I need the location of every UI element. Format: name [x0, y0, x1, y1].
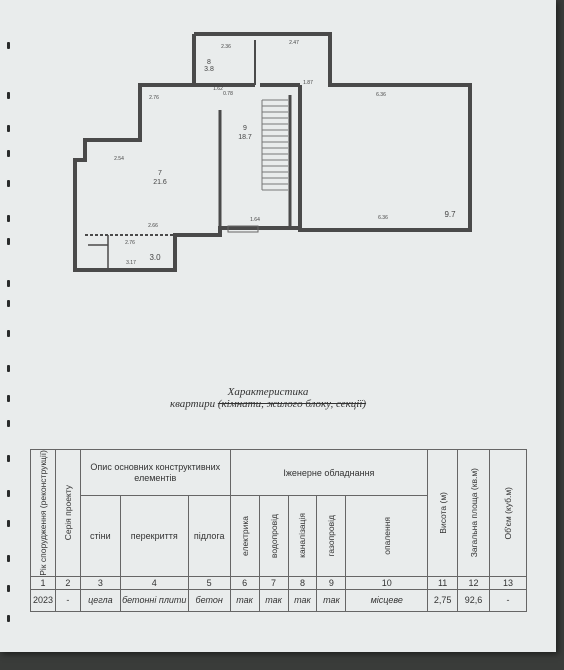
column-number: 10	[345, 575, 429, 590]
room-area: 21.6	[153, 179, 167, 186]
column-numbers-row: 1 2 3 4 5 6 7 8 9 10 11 12 13	[30, 575, 527, 590]
punch-hole	[7, 125, 10, 132]
column-number: 5	[187, 575, 231, 590]
dimension-label: 2.66	[148, 223, 158, 229]
punch-hole	[7, 330, 10, 337]
header-sewage: каналізація	[287, 495, 318, 577]
punch-hole	[7, 238, 10, 245]
dimension-label: 2.54	[114, 156, 124, 162]
document-subtitle: квартири (кімнати, жилого блоку, секції)	[0, 398, 536, 410]
header-engineering: Іженерне обладнання	[229, 448, 429, 497]
column-number: 1	[30, 575, 56, 590]
punch-hole	[7, 92, 10, 99]
room-number: 8	[207, 59, 211, 66]
column-number: 9	[316, 575, 347, 590]
punch-hole	[7, 520, 10, 527]
header-height: Висота (м)	[427, 449, 459, 577]
punch-hole	[7, 300, 10, 307]
subtitle-word: квартири	[169, 398, 216, 410]
column-number: 4	[119, 575, 189, 590]
punch-hole	[7, 42, 10, 49]
dimension-label: 1.87	[303, 80, 313, 86]
punch-hole	[7, 395, 10, 402]
column-number: 12	[457, 575, 491, 590]
punch-hole	[7, 150, 10, 157]
dimension-label: 6.36	[376, 92, 386, 98]
punch-hole	[7, 615, 10, 622]
punch-hole	[7, 180, 10, 187]
dimension-label: 1.64	[250, 217, 260, 223]
column-number: 11	[427, 575, 459, 590]
room-area: 3.8	[204, 66, 214, 73]
header-walls: стіни	[79, 495, 121, 577]
column-number: 13	[489, 575, 527, 590]
header-area: Загальна площа (кв.м)	[457, 449, 491, 577]
header-volume: Об'єм (куб.м)	[489, 449, 527, 577]
values-row: 2023 - цегла бетонні плити бетон так так…	[30, 588, 527, 612]
header-flooring: підлога	[187, 495, 231, 577]
header-structures: Опис основних конструктивних елементів	[79, 448, 231, 497]
staircase	[261, 99, 288, 191]
value-sewage: так	[287, 588, 318, 612]
value-volume: -	[489, 588, 527, 612]
value-floors: бетонні плити	[119, 588, 189, 612]
value-height: 2,75	[427, 588, 459, 612]
dimension-label: 0.78	[223, 91, 233, 97]
punch-hole	[7, 585, 10, 592]
column-number: 3	[79, 575, 121, 590]
dimension-label: 2.76	[125, 240, 135, 246]
punch-hole	[7, 555, 10, 562]
dimension-label: 6.36	[378, 215, 388, 221]
header-floors: перекриття	[119, 495, 189, 577]
plan-window	[227, 225, 259, 233]
value-series: -	[54, 588, 81, 612]
room-number: 9	[243, 125, 247, 132]
punch-hole	[7, 280, 10, 287]
column-number: 6	[229, 575, 260, 590]
value-year: 2023	[30, 588, 56, 612]
dimension-label: 1.62	[213, 86, 223, 92]
header-electric: електрика	[229, 495, 260, 577]
punch-hole	[7, 215, 10, 222]
punch-hole	[7, 490, 10, 497]
column-number: 2	[54, 575, 81, 590]
header-year: Рік спорудження (реконструкції)	[30, 449, 56, 577]
header-gas: газопровід	[316, 495, 347, 577]
document-title: Характеристика	[227, 386, 309, 398]
floor-plan: 8 3.8 9 18.7 7 21.6 9.7 3.0 2.36 2.47 1.…	[73, 32, 472, 272]
value-electric: так	[229, 588, 260, 612]
header-heating: опалення	[345, 495, 429, 577]
value-flooring: бетон	[187, 588, 231, 612]
room-area: 3.0	[149, 253, 161, 262]
dimension-label: 3.17	[126, 260, 136, 266]
punch-hole	[7, 455, 10, 462]
subtitle-struck-text: (кімнати, жилого блоку, секції)	[217, 398, 367, 410]
column-number: 7	[258, 575, 289, 590]
value-gas: так	[316, 588, 347, 612]
room-number: 9.7	[444, 210, 456, 219]
dimension-label: 2.36	[221, 44, 231, 50]
value-walls: цегла	[79, 588, 121, 612]
dimension-label: 2.76	[149, 95, 159, 101]
document-page: 8 3.8 9 18.7 7 21.6 9.7 3.0 2.36 2.47 1.…	[0, 0, 556, 652]
value-area: 92,6	[457, 588, 491, 612]
dimension-label: 2.47	[289, 40, 299, 46]
column-number: 8	[287, 575, 318, 590]
header-water: водопровід	[258, 495, 289, 577]
value-water: так	[258, 588, 289, 612]
room-area: 18.7	[238, 134, 252, 141]
value-heating: місцеве	[345, 588, 429, 612]
punch-hole	[7, 420, 10, 427]
header-series: Серія проекту	[54, 449, 81, 577]
punch-hole	[7, 365, 10, 372]
plan-wall	[73, 34, 300, 272]
characteristics-table: Рік спорудження (реконструкції) Серія пр…	[30, 448, 527, 612]
plan-wall	[194, 32, 472, 232]
room-number: 7	[158, 170, 162, 177]
